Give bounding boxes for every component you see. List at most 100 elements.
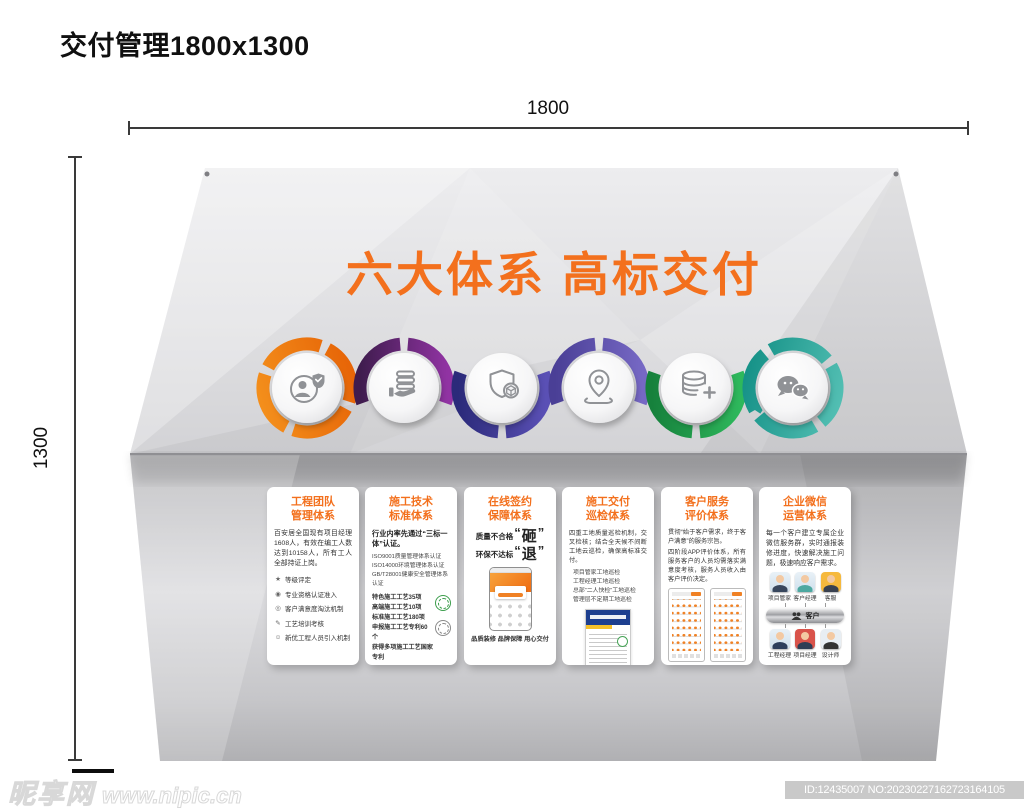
hand-coins-icon [389,370,416,397]
role: 设计师 [818,629,843,659]
star-icon: ★ [275,576,281,584]
watermark-url: www.nipic.cn [102,783,243,809]
rating-phone-mockup [709,587,746,662]
poster-header [586,610,630,626]
card-customer-service: 客户服务评价体系 贯彻“始于客户需求，终于客户满意”的服务宗旨。 四阶段APP评… [661,487,753,665]
card-wechat-operation: 企业微信运营体系 每一个客户建立专属企业微信服务群，实时通报装修进度，快速解决施… [759,487,851,665]
avatar [820,629,841,650]
poster-ribbon [586,625,612,630]
card-online-contract: 在线签约保障体系 质量不合格 “ 砸 ” 环保不达标 “ 退 ” 品质装修 品牌… [464,487,556,665]
list-item: 工程经理工地巡检 [573,578,621,585]
phone-header [672,591,701,596]
location-pin-icon [584,369,613,404]
app-phone-mockup [488,566,532,631]
card-title: 施工交付巡检体系 [586,496,630,523]
cert-item: ISO14000环境管理体系认证 [372,563,445,570]
card-body: 贯彻“始于客户需求，终于客户满意”的服务宗旨。 [668,528,746,545]
badge-icon: ◉ [275,590,281,598]
card-construction-standards: 施工技术标准体系 行业内率先通过“三标一体”认证。 ISO9001质量管理体系认… [365,487,457,665]
inspection-poster-mockup [585,609,631,665]
avatar [769,572,790,593]
phone-hero-banner [489,572,531,599]
chat-bubbles-icon [777,376,810,400]
phone-icon-grid [489,600,531,627]
star-rating-grid [713,598,742,651]
person-plus-icon: ☺ [274,633,282,641]
phone-statusbar [489,567,531,573]
cert-seal-green-icon [435,595,451,612]
dimension-tick [967,121,969,135]
phone-footer [713,653,742,658]
site-watermark: 昵享网 www.nipic.cn [8,772,243,809]
list-item: 专业资格认证准入 [285,591,337,599]
card-body: 四阶段APP评价体系，所有服务客户的人员均需落实满意度考核，服务人员收入由客户评… [668,548,746,583]
connector-lines [766,624,844,629]
stat-item: 获得多项施工工艺国家专利 [372,644,433,662]
avatar [795,572,815,593]
watermark-logo: 昵享网 [8,779,95,809]
star-rating-grid [672,598,701,651]
card-title: 客户服务评价体系 [685,496,729,523]
inspection-list: 项目管家工地巡检 工程经理工地巡检 总部“二人快检”工地巡检 管理层不定期工地巡… [569,569,647,606]
avatar [820,572,841,593]
dimension-tick [68,156,82,158]
customers-icon [791,612,801,620]
list-item: 项目管家工地巡检 [573,569,621,576]
hub-label: 客户 [805,612,820,620]
wall-upper-section [130,168,967,454]
connector-lines [766,603,844,608]
card-body: 每一个客户建立专属企业微信服务群，实时通报装修进度，快速解决施工问题，极速响应客… [766,529,844,568]
role: 项目经理 [793,629,818,659]
slogan-quality: 质量不合格 “ 砸 ” [475,524,545,545]
ring-chat-bubbles [742,337,844,439]
card-title: 施工技术标准体系 [389,496,433,523]
card-body: 百安居全国现有项目经理1608人，有效在编工人数达到10158人，所有工人全部持… [274,529,352,568]
list-item: 新优工程人员引入机制 [285,635,350,643]
rating-phones [668,587,746,662]
list-item: 总部“二人快检”工地巡检 [573,588,636,595]
watermark-dash [72,769,114,773]
avatar [795,629,815,650]
poster-seal-icon [617,636,628,648]
disc-1 [272,353,342,423]
cert-seal-gray-icon [435,620,451,637]
list-item: 等级评定 [285,577,311,585]
dimension-height-line [74,157,76,760]
phone-card [494,585,526,599]
list-item: 工艺培训考核 [285,620,324,628]
phone-footer [672,653,701,658]
rating-phone-mockup [668,587,705,662]
card-title: 企业微信运营体系 [783,496,827,523]
clipboard-icon: ✎ [275,619,281,627]
card-lead: 行业内率先通过“三标一体”认证。 [372,528,448,549]
dimension-width-label: 1800 [526,98,570,119]
disc-4 [564,353,634,423]
customer-hub: 客户 [766,608,844,624]
ring-database-plus [645,370,747,439]
role: 客服 [818,572,843,602]
disc-5 [661,353,731,423]
stock-id-bar: ID:12435007 NO:20230227162723164105 [785,781,1024,799]
medal-icon: ◎ [275,605,281,613]
craft-stats: 特色施工工艺35项 高端施工工艺10项 标准施工工艺180项 申报施工工艺专利6… [372,593,451,663]
dimension-width-line [128,127,968,129]
page-title: 交付管理1800x1300 [60,31,310,61]
system-chain [256,337,844,439]
shield-box-icon [489,369,519,399]
user-shield-icon [290,373,325,403]
card-delivery-inspection: 施工交付巡检体系 四重工地质量巡检机制，交叉检核；结合全天候不间断工地云巡检，确… [562,487,654,665]
card-title: 在线签约保障体系 [488,496,532,523]
certification-list: ISO9001质量管理体系认证 ISO14000环境管理体系认证 GB/T280… [372,553,450,589]
role: 项目管家 [767,572,792,602]
stat-item: 标准施工工艺180项 [372,614,425,622]
card-engineering-team: 工程团队管理体系 百安居全国现有项目经理1608人，有效在编工人数达到10158… [267,487,359,665]
roles-bottom-row: 工程经理 项目经理 设计师 [766,629,844,659]
cert-item: GB/T28001健康安全管理体系认证 [372,572,449,588]
banner-title: 六大体系 高标交付 [345,248,763,301]
stat-item: 特色施工工艺35项 [372,594,422,602]
stat-item: 高端施工工艺10项 [372,604,422,612]
role: 工程经理 [767,629,792,659]
phone-header [713,591,742,596]
